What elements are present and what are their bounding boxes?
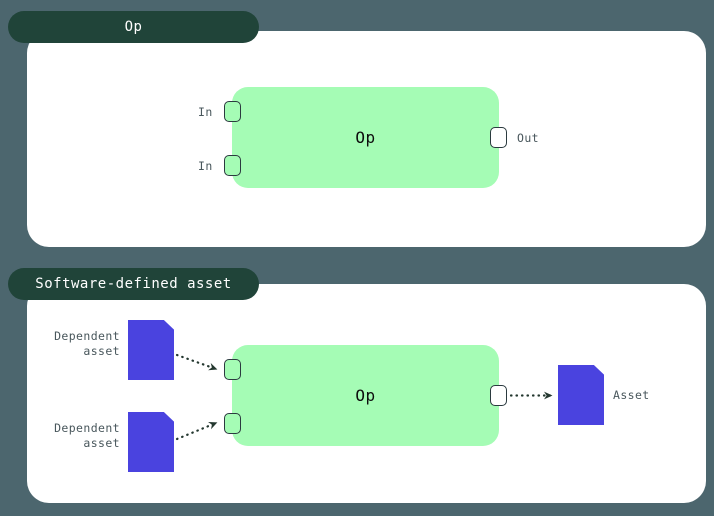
label-dependent-asset-2-line2: asset [83, 436, 120, 450]
port-in-top-1[interactable] [224, 101, 241, 122]
dependent-asset-icon-2[interactable] [128, 412, 174, 472]
tab-software-defined-asset[interactable]: Software-defined asset [8, 268, 259, 300]
op-node-top-label: Op [355, 128, 376, 147]
label-dependent-asset-2: Dependent asset [30, 421, 120, 451]
label-dependent-asset-1-line1: Dependent [54, 329, 120, 343]
port-out-bottom-1[interactable] [490, 385, 507, 406]
label-asset-output: Asset [613, 388, 650, 402]
label-dependent-asset-1-line2: asset [83, 344, 120, 358]
tab-software-defined-asset-label: Software-defined asset [35, 276, 232, 292]
label-in-top-1: In [198, 105, 213, 119]
port-in-top-2[interactable] [224, 155, 241, 176]
port-in-bottom-2[interactable] [224, 413, 241, 434]
port-out-top-1[interactable] [490, 127, 507, 148]
dependent-asset-icon-1[interactable] [128, 320, 174, 380]
label-out-top-1: Out [517, 131, 539, 145]
label-dependent-asset-2-line1: Dependent [54, 421, 120, 435]
op-node-bottom-label: Op [355, 386, 376, 405]
op-node-top[interactable]: Op [232, 87, 499, 188]
tab-op[interactable]: Op [8, 11, 259, 43]
asset-icon-output[interactable] [558, 365, 604, 425]
label-dependent-asset-1: Dependent asset [30, 329, 120, 359]
label-in-top-2: In [198, 159, 213, 173]
tab-op-label: Op [124, 19, 143, 35]
port-in-bottom-1[interactable] [224, 359, 241, 380]
op-node-bottom[interactable]: Op [232, 345, 499, 446]
